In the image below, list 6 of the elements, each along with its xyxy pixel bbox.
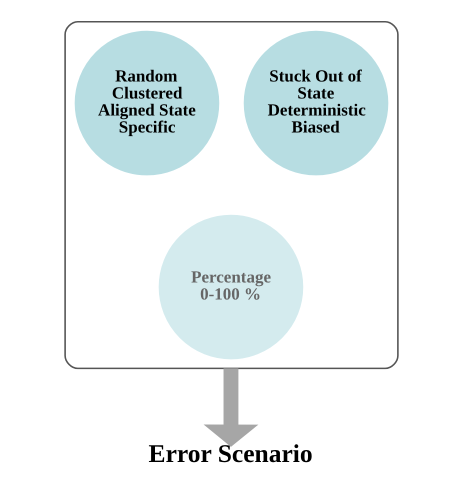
node-circle: Random Clustered Aligned State Specific — [74, 29, 220, 176]
cluster — [64, 20, 399, 369]
arrow — [204, 368, 258, 446]
node-text: Error Scenario — [148, 438, 313, 468]
node-circle: Percentage 0-100 % — [158, 213, 304, 360]
node-circle: Stuck Out of State Deterministic Biased — [242, 29, 390, 176]
